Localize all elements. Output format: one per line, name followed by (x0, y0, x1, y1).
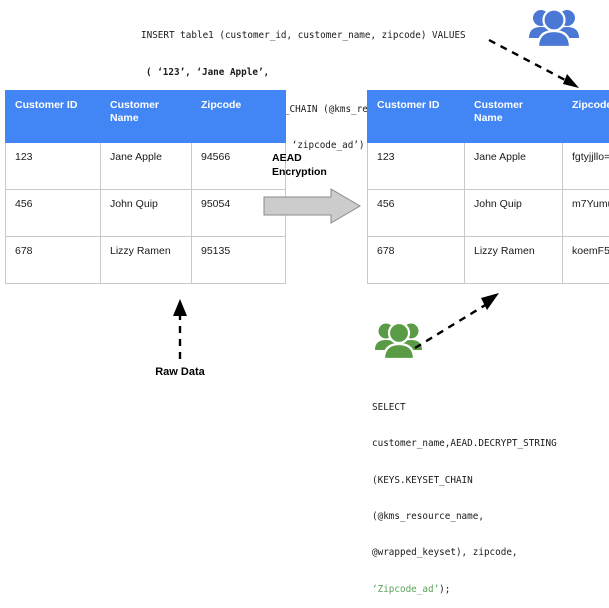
column-header-customer-id: Customer ID (6, 91, 101, 143)
table-row: 678 Lizzy Ramen 95135 (6, 237, 286, 284)
insert-sql-line-1: INSERT table1 (customer_id, customer_nam… (141, 30, 466, 42)
cell-customer-name: Jane Apple (101, 143, 192, 190)
cell-zipcode-encrypted: fgtyjjllo= (563, 143, 609, 190)
cell-customer-name: John Quip (101, 190, 192, 237)
select-sql-line-4: (@kms_resource_name, (372, 511, 557, 523)
cell-customer-name: Lizzy Ramen (465, 237, 563, 284)
cell-customer-id: 123 (6, 143, 101, 190)
cell-zipcode-encrypted: m7Yumuaw qry (563, 190, 609, 237)
cell-customer-id: 678 (6, 237, 101, 284)
raw-data-label: Raw Data (132, 366, 228, 378)
column-header-customer-id: Customer ID (368, 91, 465, 143)
select-sql-line-6: ‘Zipcode_ad’); (372, 584, 557, 596)
select-sql-line-6-tail: ); (439, 584, 450, 595)
cell-zipcode: 95135 (192, 237, 286, 284)
cell-customer-name: Lizzy Ramen (101, 237, 192, 284)
cell-customer-id: 456 (368, 190, 465, 237)
insert-sql-line-2: ( ‘123’, ‘Jane Apple’, (146, 67, 466, 79)
table-row: 456 John Quip 95054 (6, 190, 286, 237)
insert-to-table-arrow (487, 38, 583, 92)
cell-customer-name: John Quip (465, 190, 563, 237)
table-row: 123 Jane Apple 94566 (6, 143, 286, 190)
aead-encryption-label: AEAD Encryption (272, 152, 327, 179)
cell-customer-id: 456 (6, 190, 101, 237)
select-sql-line-5: @wrapped_keyset), zipcode, (372, 547, 557, 559)
select-sql-line-3: (KEYS.KEYSET_CHAIN (372, 475, 557, 487)
encrypted-data-table: Customer ID Customer Name Zipcode 123 Ja… (367, 90, 609, 284)
select-to-table-arrow (413, 288, 523, 350)
cell-customer-id: 123 (368, 143, 465, 190)
column-header-zipcode: Zipcode (563, 91, 609, 143)
table-row: 123 Jane Apple fgtyjjllo= (368, 143, 609, 190)
aead-label-line-2: Encryption (272, 166, 327, 180)
aead-label-line-1: AEAD (272, 152, 327, 166)
column-header-customer-name: Customer Name (465, 91, 563, 143)
column-header-zipcode: Zipcode (192, 91, 286, 143)
column-header-customer-name: Customer Name (101, 91, 192, 143)
select-sql-statement: SELECT customer_name,AEAD.DECRYPT_STRING… (372, 378, 557, 608)
select-sql-green-literal: ‘Zipcode_ad’ (372, 584, 439, 595)
table-row: 678 Lizzy Ramen koemF5ter= (368, 237, 609, 284)
select-sql-line-1: SELECT (372, 402, 557, 414)
cell-customer-name: Jane Apple (465, 143, 563, 190)
cell-zipcode-encrypted: koemF5ter= (563, 237, 609, 284)
cell-customer-id: 678 (368, 237, 465, 284)
raw-data-arrow (160, 297, 200, 361)
raw-data-table: Customer ID Customer Name Zipcode 123 Ja… (5, 90, 286, 284)
table-header-row: Customer ID Customer Name Zipcode (368, 91, 609, 143)
block-arrow-right-icon (263, 188, 361, 224)
table-row: 456 John Quip m7Yumuaw qry (368, 190, 609, 237)
table-header-row: Customer ID Customer Name Zipcode (6, 91, 286, 143)
select-sql-line-2: customer_name,AEAD.DECRYPT_STRING (372, 438, 557, 450)
